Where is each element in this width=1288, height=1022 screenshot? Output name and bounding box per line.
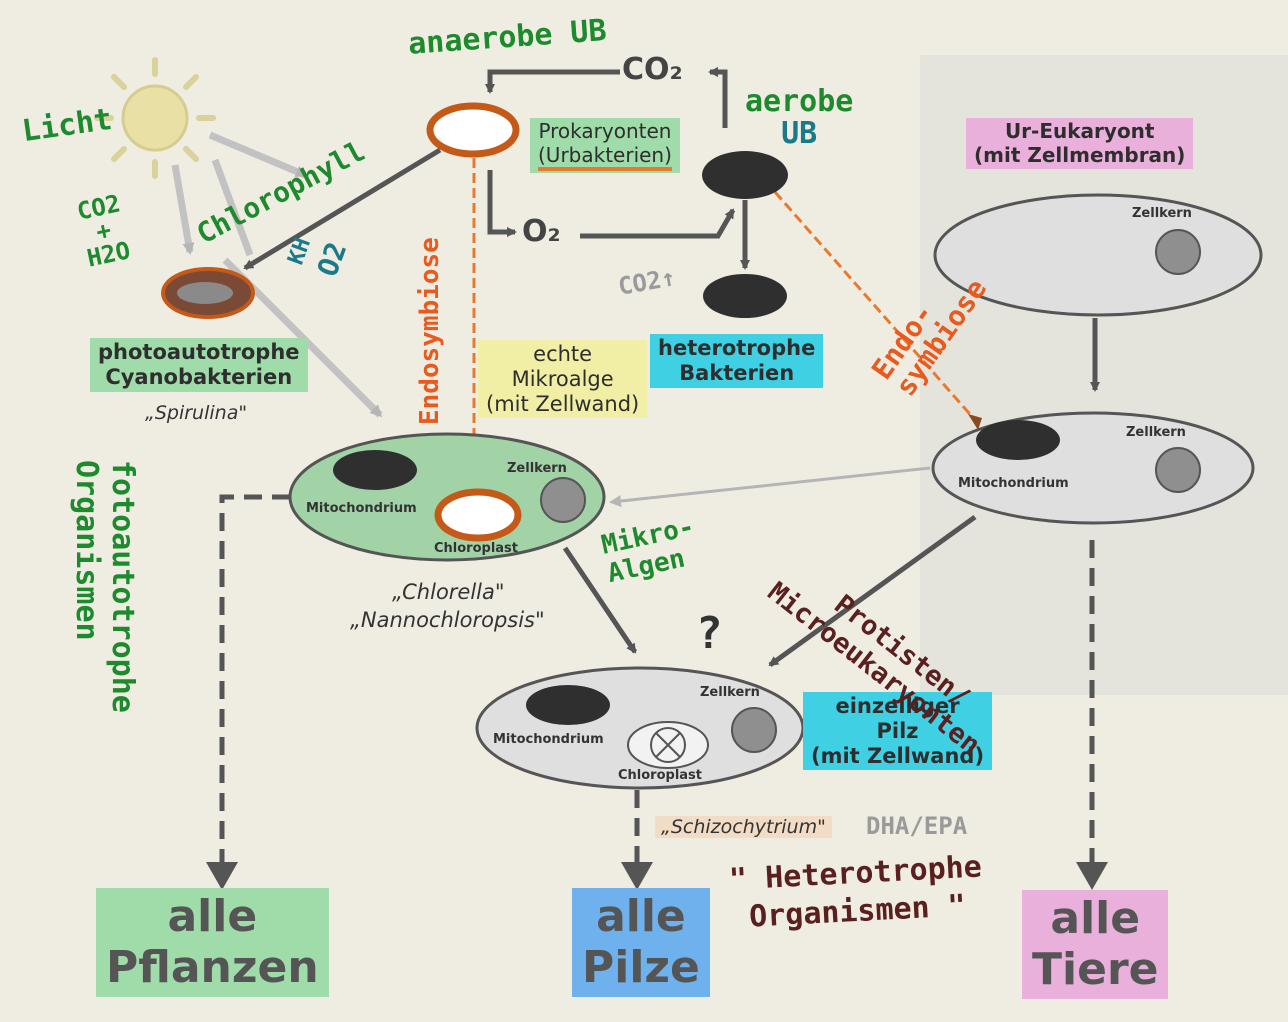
chloroplast-label-1: Chloroplast [434,541,519,556]
mikroalge-to-pilz-arrow [562,546,638,654]
dha-epa-note: DHA/EPA [866,812,968,840]
photoautotrophe-label: photoautotrophe Cyanobakterien [90,338,308,392]
ur-eukaryont-label: Ur-Eukaryont (mit Zellmembran) [966,118,1194,170]
light-arrow-2 [171,164,195,255]
prokaryonten-label: Prokaryonten (Urbakterien) [530,118,680,174]
nucleus-icon [731,707,777,753]
to-cyano-arrow [243,147,442,271]
zellkern-label-3: Zellkern [507,461,567,476]
spirulina-label: „Spirulina" [145,402,248,424]
endosymbiose-line-2 [773,191,977,421]
einzelliger-pilz-label: einzelliger Pilz (mit Zellwand) [803,692,993,771]
lost-chloroplast-icon [627,721,709,769]
pflanzen-arrowhead [206,862,238,890]
mitochondrium-icon [526,685,610,725]
o2-to-aerobe-arrow [580,208,736,239]
zellkern-label-4: Zellkern [700,685,760,700]
mitochondrium-label-3: Mitochondrium [493,732,604,747]
mitochondrium-label-2: Mitochondrium [306,501,417,516]
eukaryont-cell [931,411,1255,525]
aerobe-to-co2-arrow [708,67,728,128]
anaerobe-to-o2-arrow [487,170,517,237]
mitochondrium-label-1: Mitochondrium [958,476,1069,491]
alle-pilze-label: alle Pilze [572,888,710,998]
fotoautotrophe-note: fotoautotrophe Organismen [69,460,140,713]
aerobe-bacterium [702,151,788,199]
mitochondrium-icon [333,450,417,490]
chlorella-label: „Chlorella" [392,580,505,604]
mitochondrium-icon [976,420,1060,460]
alle-tiere-label: alle Tiere [1022,890,1169,1000]
question-mark: ? [696,608,723,659]
co2-arrow-to-anaerobe [485,69,620,94]
euk-to-alge-arrow [609,466,931,508]
light-arrow-3 [211,158,254,257]
alle-pflanzen-label: alle Pflanzen [96,888,329,998]
co2-label: CO₂ [622,52,683,87]
light-arrow-1 [208,131,308,179]
tiere-arrowhead [1076,862,1108,890]
heterotrophe-organismen-note: " Heterotrophe Organismen " [728,849,983,935]
pilze-arrowhead [621,862,653,890]
to-pflanzen-dashed [219,494,290,862]
nucleus-icon [1155,447,1201,493]
sun-icon [94,57,216,179]
nucleus-icon [1155,229,1201,275]
schizochytrium-label: „Schizochytrium" [655,816,832,838]
heterotrophe-bakterien-label: heterotrophe Bakterien [650,334,824,388]
zellkern-label-1: Zellkern [1132,206,1192,221]
chloroplast-label-2: Chloroplast [618,768,703,783]
protist-to-pilz-arrow [768,514,977,668]
zellkern-label-2: Zellkern [1126,425,1186,440]
chloroplast-icon [434,488,522,542]
ur-eukaryont-cell [933,193,1263,317]
echte-mikroalge-label: echte Mikroalge (mit Zellwand) [478,340,648,419]
nannochloropsis-label: „Nannochloropsis" [350,608,545,632]
heterotroph-bacterium [703,274,787,318]
aerobe-ub-note: aerobe UB [745,84,854,151]
anaerobe-bacterium [426,102,520,158]
o2-label: O₂ [522,214,561,249]
nucleus-icon [540,477,586,523]
